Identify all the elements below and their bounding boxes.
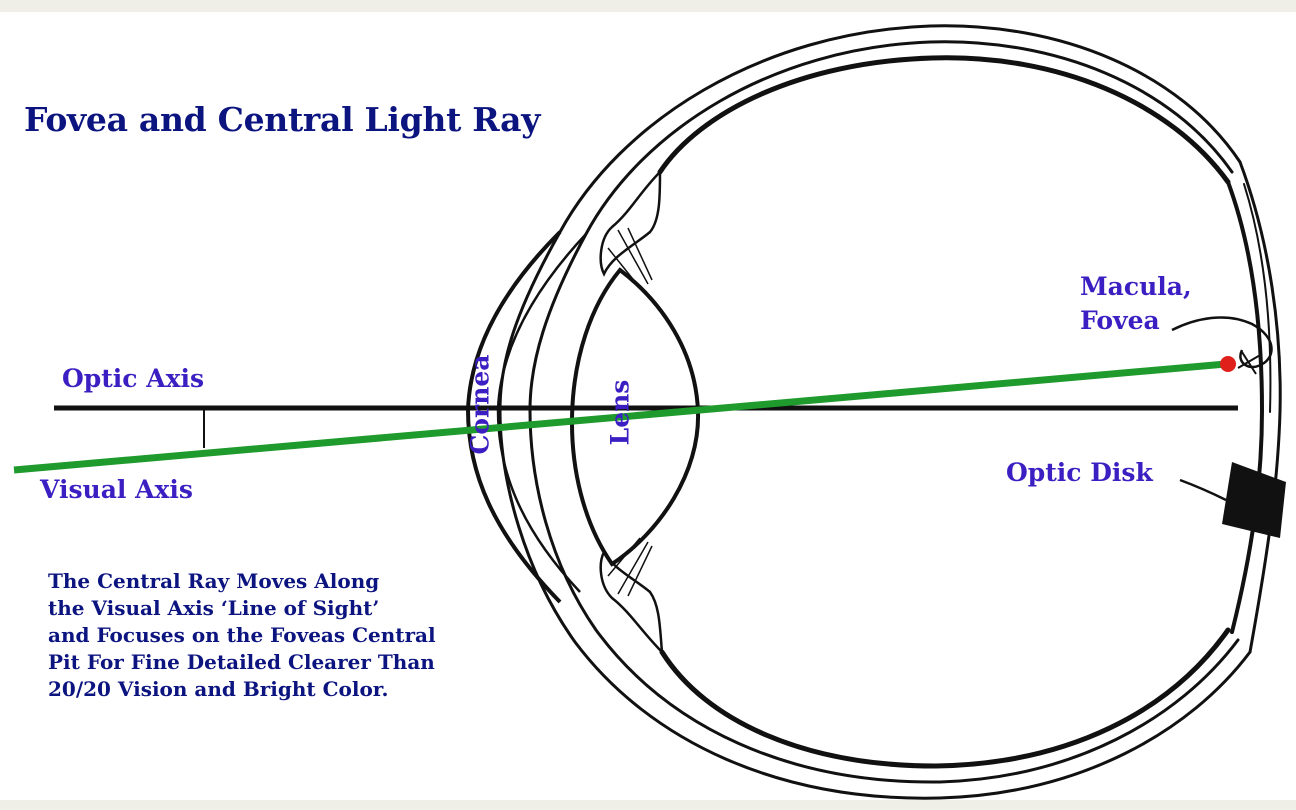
caption-line: 20/20 Vision and Bright Color. <box>48 677 389 701</box>
visual-axis-line <box>13 360 1227 474</box>
fovea-dot <box>1220 356 1236 372</box>
retina-layer-line <box>1243 183 1272 413</box>
choroid-upper-line <box>657 55 1231 185</box>
optic-axis-label: Optic Axis <box>62 364 205 393</box>
lens-shape <box>569 267 701 567</box>
retina-right-wall <box>1226 180 1265 634</box>
choroid-lower-line <box>659 627 1231 769</box>
macula-pointer <box>1171 316 1273 369</box>
optic-disk-shape <box>1222 462 1286 538</box>
cornea-label: Cornea <box>465 354 495 455</box>
caption-line: The Central Ray Moves Along <box>48 569 380 593</box>
upper-iris <box>599 171 662 277</box>
diagram-title: Fovea and Central Light Ray <box>24 100 541 139</box>
macula-label-line1: Macula, <box>1080 272 1192 301</box>
caption-text: The Central Ray Moves Along the Visual A… <box>48 568 436 703</box>
lens-label: Lens <box>605 379 635 446</box>
caption-line: Pit For Fine Detailed Clearer Than <box>48 650 435 674</box>
sclera-inner-line <box>528 40 1240 784</box>
sclera-right-wall <box>1238 160 1282 654</box>
visual-axis-label: Visual Axis <box>40 475 193 504</box>
macula-label-line2: Fovea <box>1080 306 1160 335</box>
lower-iris <box>599 549 664 653</box>
optic-disk-label: Optic Disk <box>1006 458 1153 487</box>
caption-line: and Focuses on the Foveas Central <box>48 623 436 647</box>
macula-fovea-label: Macula, Fovea <box>1080 270 1192 338</box>
diagram-canvas: Fovea and Central Light Ray Optic Axis V… <box>0 12 1296 800</box>
macula-mark <box>1237 351 1263 375</box>
optic-disk-pointer <box>1179 478 1227 502</box>
eye-cross-section-diagram <box>13 24 1286 800</box>
caption-line: the Visual Axis ‘Line of Sight’ <box>48 596 380 620</box>
